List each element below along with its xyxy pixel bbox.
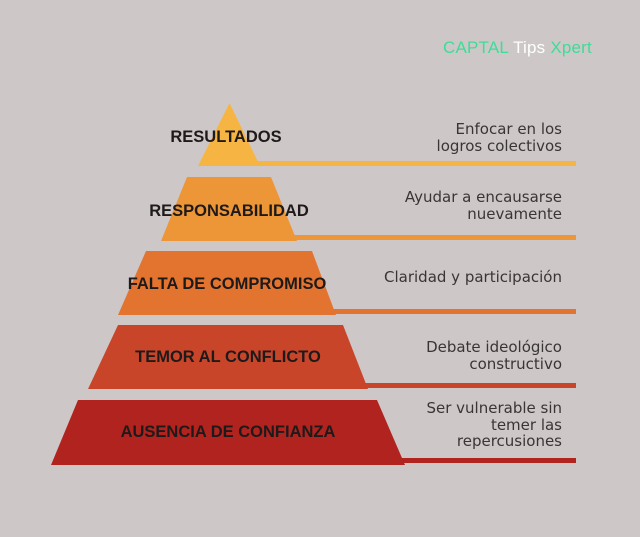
level-leader-line: [245, 161, 576, 166]
level-description-line: constructivo: [469, 355, 562, 373]
level-description-line: Debate ideológico: [426, 338, 562, 356]
level-shape: [51, 400, 405, 465]
level-leader-line: [391, 458, 576, 463]
level-description-line: temer las: [491, 416, 562, 434]
level-description-line: logros colectivos: [437, 137, 563, 155]
pyramid-level: TEMOR AL CONFLICTO Debate ideológicoconst…: [88, 325, 576, 389]
level-shape: [161, 177, 297, 241]
level-leader-line: [284, 235, 576, 240]
level-description-line: Ayudar a encausarse: [405, 188, 562, 206]
brand-part-xpert: Xpert: [550, 38, 592, 57]
brand-logo: CAPTAL Tips Xpert: [443, 38, 592, 58]
pyramid-level: AUSENCIA DE CONFIANZA Ser vulnerable sint…: [51, 399, 576, 465]
level-leader-line: [324, 309, 576, 314]
level-leader-line: [355, 383, 576, 388]
pyramid-level: FALTA DE COMPROMISO Claridad y participac…: [118, 251, 576, 315]
level-description-line: Claridad y participación: [384, 268, 562, 286]
level-shape: [198, 104, 260, 166]
level-label: AUSENCIA DE CONFIANZA: [121, 423, 336, 441]
level-label: TEMOR AL CONFLICTO: [135, 348, 321, 366]
level-description-line: repercusiones: [457, 432, 562, 450]
level-description-line: Enfocar en los: [456, 120, 563, 138]
level-shape: [118, 251, 336, 315]
brand-part-tips: Tips: [513, 38, 546, 57]
brand-part-captal: CAPTAL: [443, 38, 509, 57]
level-label: RESULTADOS: [170, 128, 281, 146]
level-shape: [88, 325, 368, 389]
level-label: FALTA DE COMPROMISO: [128, 275, 327, 293]
pyramid-level: RESPONSABILIDAD Ayudar a encausarsenuevam…: [149, 177, 576, 241]
level-description-line: Ser vulnerable sin: [426, 399, 562, 417]
level-description-line: nuevamente: [467, 205, 562, 223]
level-label: RESPONSABILIDAD: [149, 202, 309, 220]
